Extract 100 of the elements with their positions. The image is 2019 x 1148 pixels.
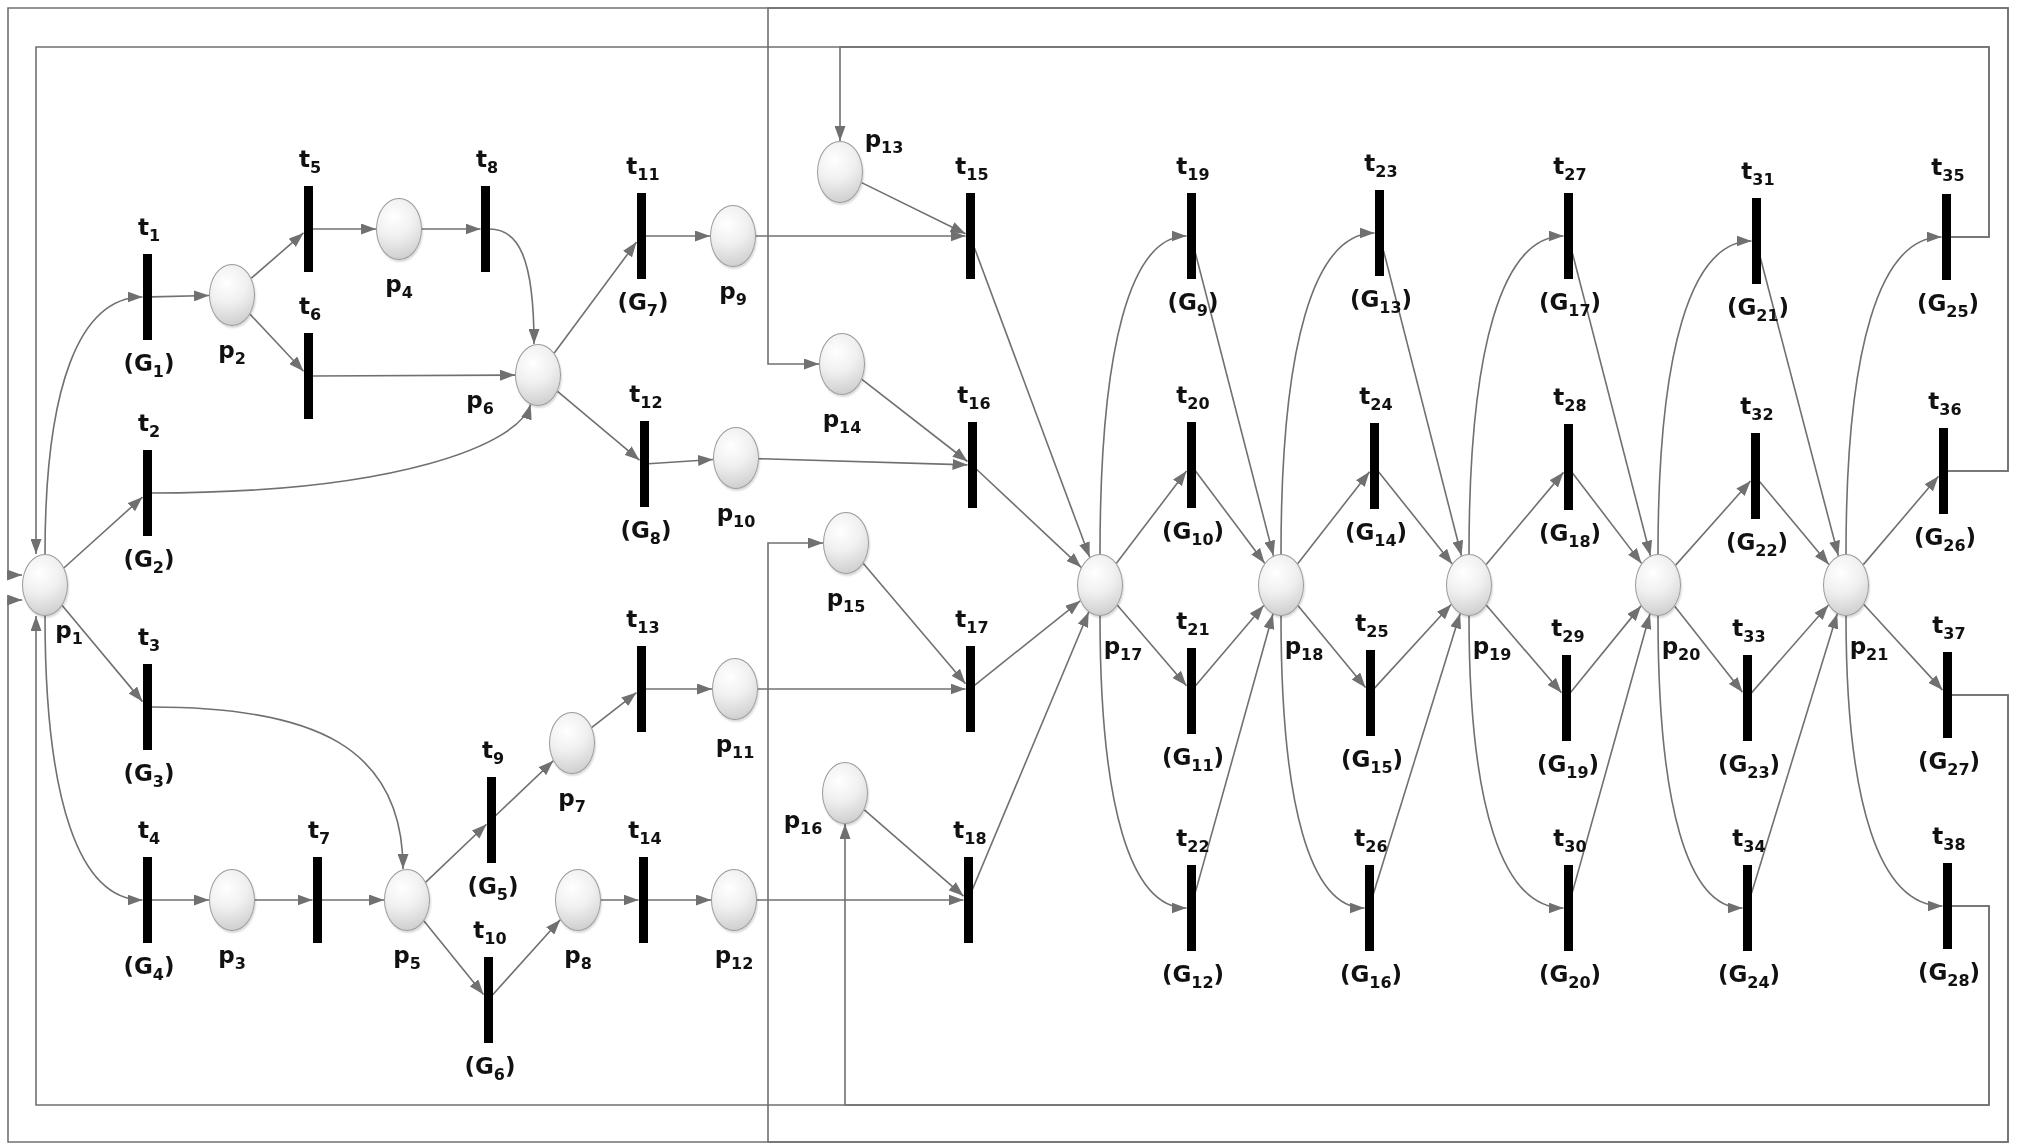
arrow xyxy=(1382,249,1464,557)
transition-label: t$_{24}$ xyxy=(1359,384,1393,414)
arrow xyxy=(1115,470,1188,565)
guard-label: (G$_{24}$) xyxy=(1717,962,1781,992)
arrow xyxy=(1863,603,1944,691)
arrow xyxy=(973,600,1081,687)
place-label: p$_{6}$ xyxy=(466,388,494,418)
transition-bar xyxy=(486,777,496,863)
place-circle xyxy=(713,427,759,489)
arrow xyxy=(839,823,1990,1106)
transition-bar xyxy=(1942,863,1952,949)
transition-bar xyxy=(303,333,313,419)
transition-bar xyxy=(1563,424,1573,510)
transition-label: t$_{34}$ xyxy=(1732,826,1766,856)
arrow xyxy=(1845,233,1943,555)
transition-bar xyxy=(1186,193,1196,279)
transition-bar xyxy=(312,857,322,943)
transition-bar xyxy=(963,857,973,943)
place-label: p$_{3}$ xyxy=(218,943,246,973)
guard-label: (G$_{9}$) xyxy=(1167,290,1219,320)
transition-label: t$_{5}$ xyxy=(298,147,322,177)
arrow xyxy=(767,537,2009,1143)
guard-label: (G$_{4}$) xyxy=(123,954,175,984)
guard-label: (G$_{18}$) xyxy=(1538,521,1602,551)
arrow xyxy=(1758,480,1830,566)
guard-label: (G$_{17}$) xyxy=(1538,290,1602,320)
arrow xyxy=(975,468,1082,569)
guard-label: (G$_{3}$) xyxy=(123,761,175,791)
guard-label: (G$_{21}$) xyxy=(1726,295,1790,325)
arrow xyxy=(1657,237,1753,555)
place-label: p$_{14}$ xyxy=(822,407,862,437)
transition-bar xyxy=(638,857,648,943)
transition-bar xyxy=(1369,423,1379,509)
place-circle xyxy=(209,264,255,326)
guard-label: (G$_{28}$) xyxy=(1917,960,1981,990)
arrow xyxy=(1845,615,1944,910)
guard-label: (G$_{6}$) xyxy=(464,1054,516,1084)
transition-label: t$_{18}$ xyxy=(953,818,987,848)
transition-label: t$_{20}$ xyxy=(1176,383,1210,413)
arrow xyxy=(1571,613,1652,893)
place-label: p$_{13}$ xyxy=(864,127,904,157)
place-circle xyxy=(1258,554,1304,616)
transition-label: t$_{9}$ xyxy=(481,738,505,768)
guard-label: (G$_{19}$) xyxy=(1536,752,1600,782)
transition-bar xyxy=(1364,865,1374,951)
transition-label: t$_{16}$ xyxy=(957,383,991,413)
place-circle xyxy=(1823,554,1869,616)
transition-label: t$_{23}$ xyxy=(1364,151,1398,181)
arrow xyxy=(494,760,554,817)
transition-label: t$_{21}$ xyxy=(1176,609,1210,639)
arrow xyxy=(1674,480,1752,566)
arrow xyxy=(254,894,314,906)
transition-label: t$_{6}$ xyxy=(298,294,322,324)
arrow xyxy=(755,230,967,242)
arrow xyxy=(600,894,640,906)
place-circle xyxy=(555,869,601,931)
place-circle xyxy=(823,512,869,574)
arrow xyxy=(150,403,532,494)
guard-label: (G$_{12}$) xyxy=(1161,962,1225,992)
place-circle xyxy=(549,712,595,774)
place-label: p$_{18}$ xyxy=(1284,634,1324,664)
arrow xyxy=(1280,615,1366,911)
place-circle xyxy=(1635,554,1681,616)
arrow xyxy=(1862,475,1940,566)
transition-bar xyxy=(1374,190,1384,276)
place-label: p$_{19}$ xyxy=(1472,634,1512,664)
arrow xyxy=(491,918,562,996)
guard-label: (G$_{1}$) xyxy=(123,351,175,381)
place-label: p$_{12}$ xyxy=(714,943,754,973)
arrow xyxy=(320,894,385,906)
place-label: p$_{20}$ xyxy=(1661,634,1701,664)
transition-bar xyxy=(483,957,493,1043)
transition-bar xyxy=(480,186,490,272)
transition-bar xyxy=(142,254,152,340)
transition-bar xyxy=(636,646,646,732)
transition-label: t$_{35}$ xyxy=(1931,155,1965,185)
arrow xyxy=(863,809,965,897)
arrow xyxy=(644,230,711,242)
transition-label: t$_{2}$ xyxy=(137,411,161,441)
transition-label: t$_{13}$ xyxy=(626,607,660,637)
place-circle xyxy=(822,762,868,824)
arrow xyxy=(44,615,144,904)
place-label: p$_{4}$ xyxy=(385,272,413,302)
place-label: p$_{10}$ xyxy=(716,501,756,531)
arrow xyxy=(646,894,712,906)
transition-bar xyxy=(1751,198,1761,284)
guard-label: (G$_{7}$) xyxy=(617,290,669,320)
transition-label: t$_{11}$ xyxy=(626,154,660,184)
arrow xyxy=(1297,604,1367,689)
arrow xyxy=(757,683,967,695)
transition-label: t$_{25}$ xyxy=(1355,611,1389,641)
arrow xyxy=(1116,604,1188,687)
place-circle xyxy=(819,333,865,395)
transition-bar xyxy=(1563,865,1573,951)
arrow xyxy=(421,223,482,235)
arrow xyxy=(758,457,969,470)
place-circle xyxy=(1446,554,1492,616)
arrow xyxy=(311,223,377,235)
transition-label: t$_{29}$ xyxy=(1551,616,1585,646)
arrow xyxy=(644,683,713,695)
